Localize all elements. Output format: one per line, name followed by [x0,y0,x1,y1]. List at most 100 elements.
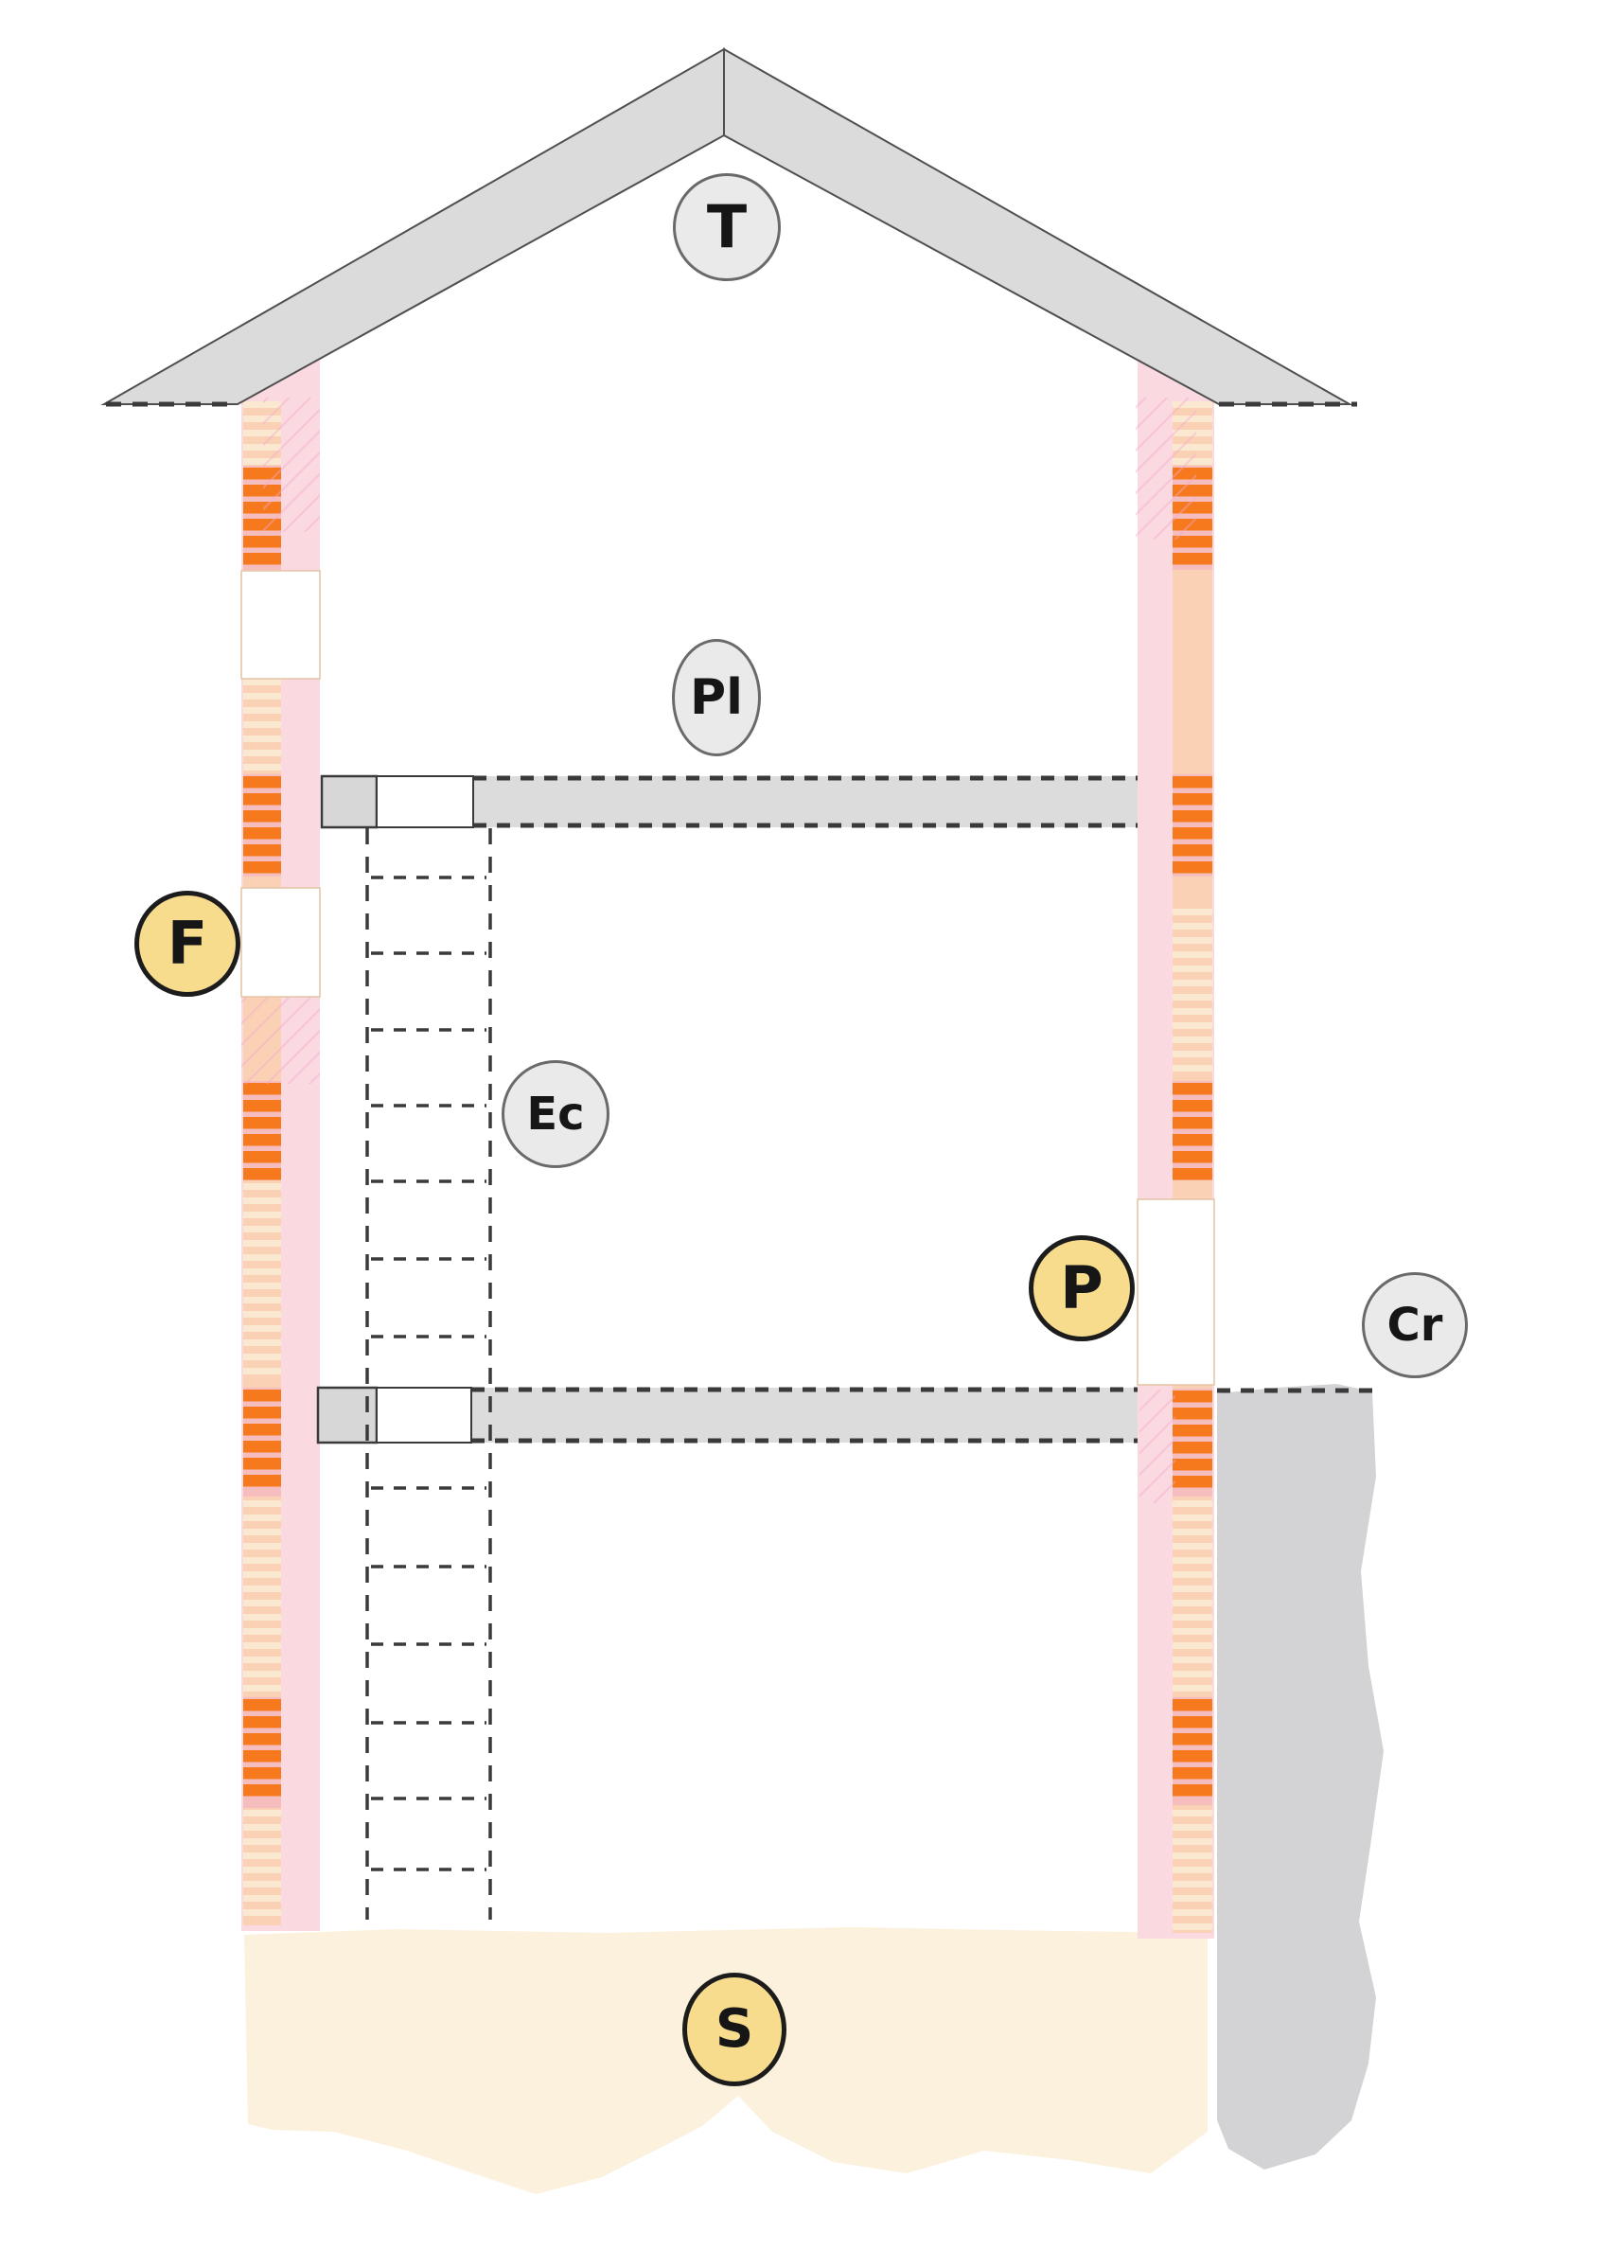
left-wall-faint-stripe [243,1197,281,1204]
left-wall-stripe-group [243,1081,281,1180]
right-wall-faint-stripe [1173,980,1212,986]
left-wall-faint-stripe [243,1283,281,1289]
left-wall-faint-stripe [243,707,281,714]
staircase-dashed [365,828,492,1920]
left-wall-faint-stripe [243,1571,281,1578]
right-wall-bright-stripe [1173,1459,1212,1471]
right-wall-faint-stripe [1173,909,1212,915]
right-wall-bright-stripe [1173,776,1212,788]
left-wall-faint-stripe [243,1824,281,1831]
right-wall-faint-stripe [1173,1642,1212,1649]
right-wall-bright-stripe [1173,1750,1212,1763]
left-wall-faint-stripe [243,1810,281,1816]
walls [240,350,1215,1939]
right-wall-faint-stripe [1173,937,1212,944]
right-wall-faint-stripe [1173,1657,1212,1663]
left-wall-faint-stripe [243,721,281,728]
right-wall-bright-stripe [1173,1408,1212,1420]
right-wall-bright-stripe [1173,1733,1212,1745]
left-wall-faint-stripe [243,1268,281,1275]
left-wall-bright-stripe [243,1784,281,1797]
window-opening [240,570,321,680]
left-wall-faint-stripe [243,750,281,756]
badge-F: F [134,891,240,997]
left-wall-faint-stripe [243,1226,281,1232]
left-wall-bright-stripe [243,553,281,565]
right-wall-faint-stripe [1173,1557,1212,1564]
badge-label-T: T [706,192,748,261]
right-wall-bright-stripe [1173,810,1212,823]
left-wall-faint-stripe [243,416,281,422]
right-wall-faint-stripe [1173,1022,1212,1029]
left-wall-faint-stripe [243,1895,281,1902]
badge-label-P: P [1060,1253,1103,1322]
right-wall-faint-stripe [1173,951,1212,958]
left-wall-faint-stripe [243,1671,281,1677]
left-wall-faint-stripe [243,1642,281,1649]
right-wall-faint-stripe [1173,1923,1212,1930]
badge-label-Cr: Cr [1386,1299,1443,1352]
right-wall-bright-stripe [1173,1168,1212,1180]
left-wall-faint-stripe [243,1586,281,1592]
right-wall-bright-stripe [1173,1442,1212,1454]
right-wall-bright-stripe [1173,827,1212,840]
right-wall-faint-stripe [1173,1600,1212,1606]
wall-hatch-patch [1139,1390,1175,1503]
left-wall-faint-stripe [243,1685,281,1692]
right-wall-faint-stripe [1173,966,1212,972]
badge-P: P [1029,1235,1135,1341]
left-wall-bright-stripe [243,1716,281,1728]
right-wall-faint-stripe [1173,1909,1212,1916]
right-wall-faint-stripe [1173,1671,1212,1677]
left-wall-faint-stripe [243,1325,281,1332]
right-wall-stripe-group [1173,1081,1212,1180]
left-wall-bright-stripe [243,1733,281,1745]
right-wall-faint-stripe [1173,1500,1212,1507]
wall-hatch-patch [1136,398,1196,540]
right-wall-faint-stripe [1173,923,1212,930]
slab-white-box [376,1387,472,1444]
left-wall-faint-stripe [243,1183,281,1190]
ground-polygon [1217,1384,1384,2170]
wall-hatch-patch [241,997,320,1084]
right-wall-faint-stripe [1173,1628,1212,1635]
left-wall-bright-stripe [243,1699,281,1711]
right-wall-bright-stripe [1173,1716,1212,1728]
right-wall-bright-stripe [1173,1767,1212,1780]
left-wall-faint-stripe [243,444,281,451]
left-wall-bright-stripe [243,1407,281,1419]
ground-region [1217,1384,1384,2170]
left-wall-faint-stripe [243,1628,281,1635]
left-wall-bright-stripe [243,1151,281,1163]
left-wall-faint-stripe [243,430,281,436]
left-wall-bright-stripe [243,536,281,548]
left-wall-stripe-group [243,774,281,877]
left-wall-faint-stripe [243,1909,281,1916]
left-wall-faint-stripe [243,1867,281,1873]
badge-Cr: Cr [1362,1272,1468,1378]
right-wall-bright-stripe [1173,553,1212,565]
right-wall-faint-stripe [1173,1685,1212,1692]
right-wall-faint-stripe [1173,1838,1212,1845]
right-wall-stripe-group [1173,774,1212,877]
right-wall-bright-stripe [1173,1391,1212,1403]
badge-label-S: S [715,1998,754,2060]
left-wall-faint-stripe [243,1657,281,1663]
right-wall-faint-stripe [1173,1895,1212,1902]
left-wall-faint-stripe [243,735,281,742]
right-wall-faint-stripe [1173,1515,1212,1521]
badge-Ec: Ec [502,1060,609,1168]
left-wall-faint-stripe [243,679,281,685]
left-wall-faint-stripe [243,1557,281,1564]
wall-hatch-patch [263,398,320,532]
left-wall-faint-stripe [243,1838,281,1845]
badge-label-Ec: Ec [526,1088,585,1141]
left-wall-faint-stripe [243,1881,281,1887]
left-wall-bright-stripe [243,810,281,823]
right-wall-faint-stripe [1173,1881,1212,1887]
right-wall-bright-stripe [1173,1784,1212,1797]
right-wall-faint-stripe [1173,1543,1212,1550]
left-wall-bright-stripe [243,776,281,788]
left-wall-faint-stripe [243,401,281,408]
right-wall-bright-stripe [1173,1476,1212,1488]
